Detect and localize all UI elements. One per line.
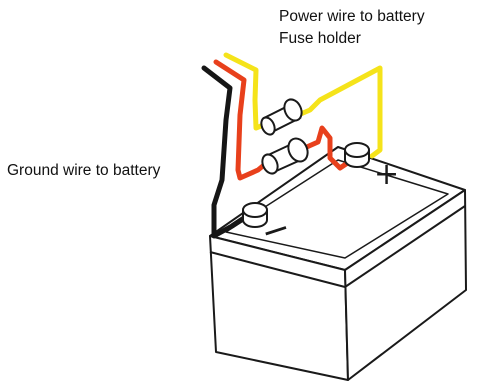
power-wire-label: Power wire to battery [279, 8, 425, 25]
fuse-holders [260, 98, 309, 175]
power-wire [223, 52, 383, 159]
ground-wire-label: Ground wire to battery [7, 162, 161, 179]
ground-wire [201, 65, 253, 239]
fuse-holder-upper [260, 98, 303, 136]
battery [209, 146, 467, 381]
battery-top-ridge [225, 159, 449, 259]
battery-lid-rim-side [344, 205, 466, 288]
positive-sign: + [374, 157, 399, 192]
positive-terminal [344, 142, 370, 168]
terminals [242, 142, 370, 228]
negative-terminal [242, 202, 268, 228]
fuse-holder-lower [261, 137, 309, 175]
battery-side-face [344, 189, 467, 381]
battery-lid-rim-front [209, 251, 346, 288]
fuse-holder-label: Fuse holder [279, 30, 361, 47]
